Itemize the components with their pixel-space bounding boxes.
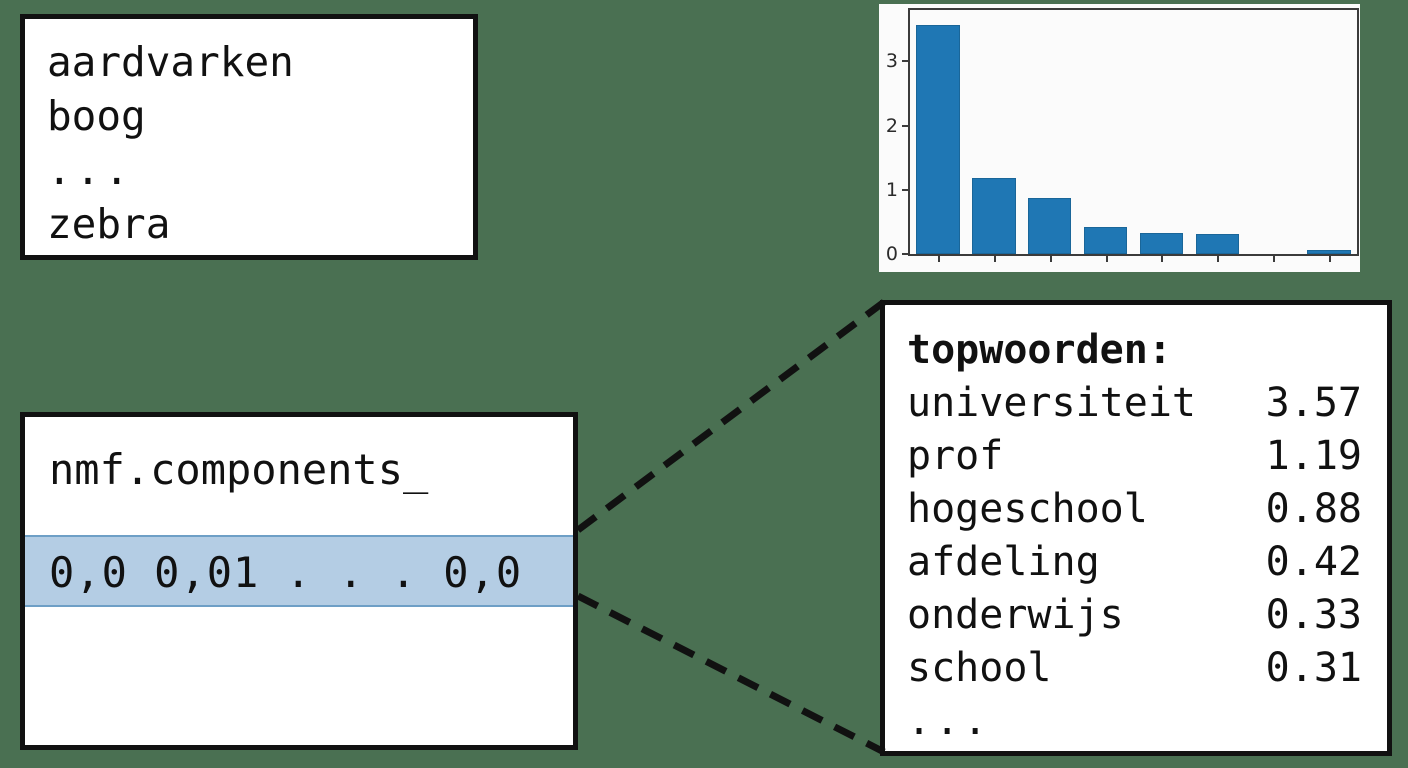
y-axis-tick-mark: [902, 253, 909, 255]
topword-label: hogeschool: [907, 486, 1148, 532]
y-axis-tick-mark: [902, 188, 909, 191]
chart-plot-area: [910, 10, 1357, 254]
chart-right-spine: [1357, 8, 1359, 256]
bar: [1307, 250, 1351, 254]
nmf-highlighted-row[interactable]: 0,0 0,01 . . . 0,0: [25, 535, 573, 607]
topword-label: universiteit: [907, 380, 1196, 426]
bar: [1195, 234, 1240, 254]
bar: [916, 24, 960, 254]
y-axis-tick-label: 1: [885, 178, 898, 201]
topwords-bar-chart: 0 1 2 3: [879, 4, 1360, 272]
vocabulary-list-box: aardvarken boog ... zebra: [20, 14, 478, 260]
vocabulary-item: boog: [47, 92, 146, 140]
nmf-components-title: nmf.components_: [49, 445, 429, 494]
x-axis-line: [908, 254, 1359, 256]
y-axis-tick-label: 2: [885, 114, 898, 137]
bar: [1083, 227, 1128, 254]
topword-label: onderwijs: [907, 592, 1124, 638]
vocabulary-item: zebra: [47, 200, 171, 248]
x-axis-tick-mark: [1273, 254, 1276, 262]
topword-row: onderwijs 0.33: [907, 589, 1362, 642]
y-axis-tick-mark: [902, 124, 909, 127]
topword-row: universiteit 3.57: [907, 377, 1362, 430]
nmf-highlighted-row-values: 0,0 0,01 . . . 0,0: [49, 548, 523, 597]
topwords-ellipsis: ...: [907, 698, 992, 744]
chart-axes-area: [908, 8, 1359, 256]
nmf-components-box: nmf.components_ 0,0 0,01 . . . 0,0: [20, 412, 578, 750]
y-axis-tick-label: 0: [885, 243, 898, 265]
bar: [1027, 197, 1072, 254]
bar: [1139, 232, 1184, 254]
y-axis-tick-mark: [902, 60, 909, 63]
x-axis-tick-mark: [1329, 254, 1332, 262]
y-axis-tick-label: 3: [885, 50, 898, 73]
x-axis-tick-mark: [1105, 254, 1108, 262]
topword-weight: 0.31: [1265, 645, 1362, 691]
x-axis-tick-mark: [1217, 254, 1220, 262]
topword-row: prof 1.19: [907, 430, 1362, 483]
topword-weight: 1.19: [1265, 433, 1362, 479]
topword-row: hogeschool 0.88: [907, 483, 1362, 536]
topword-label: school: [907, 645, 1052, 691]
topword-label: afdeling: [907, 539, 1100, 585]
topword-weight: 0.33: [1265, 592, 1362, 638]
x-axis-tick-mark: [993, 254, 996, 262]
dashed-line-top: [575, 299, 887, 533]
bar: [972, 177, 1016, 254]
x-axis-tick-mark: [937, 254, 940, 262]
vocabulary-ellipsis: ...: [47, 146, 134, 194]
vocabulary-item: aardvarken: [47, 38, 294, 86]
x-axis-tick-mark: [1049, 254, 1052, 262]
topword-weight: 0.88: [1265, 486, 1362, 532]
topwords-title: topwoorden:: [907, 327, 1172, 373]
dashed-line-bottom: [576, 592, 886, 756]
topword-row: afdeling 0.42: [907, 536, 1362, 589]
x-axis-tick-mark: [1161, 254, 1164, 262]
chart-top-spine: [908, 8, 1359, 10]
topword-row: school 0.31: [907, 642, 1362, 695]
topword-weight: 3.57: [1265, 380, 1362, 426]
y-axis-line: [908, 8, 910, 256]
topword-weight: 0.42: [1265, 539, 1362, 585]
topword-label: prof: [907, 433, 1004, 479]
